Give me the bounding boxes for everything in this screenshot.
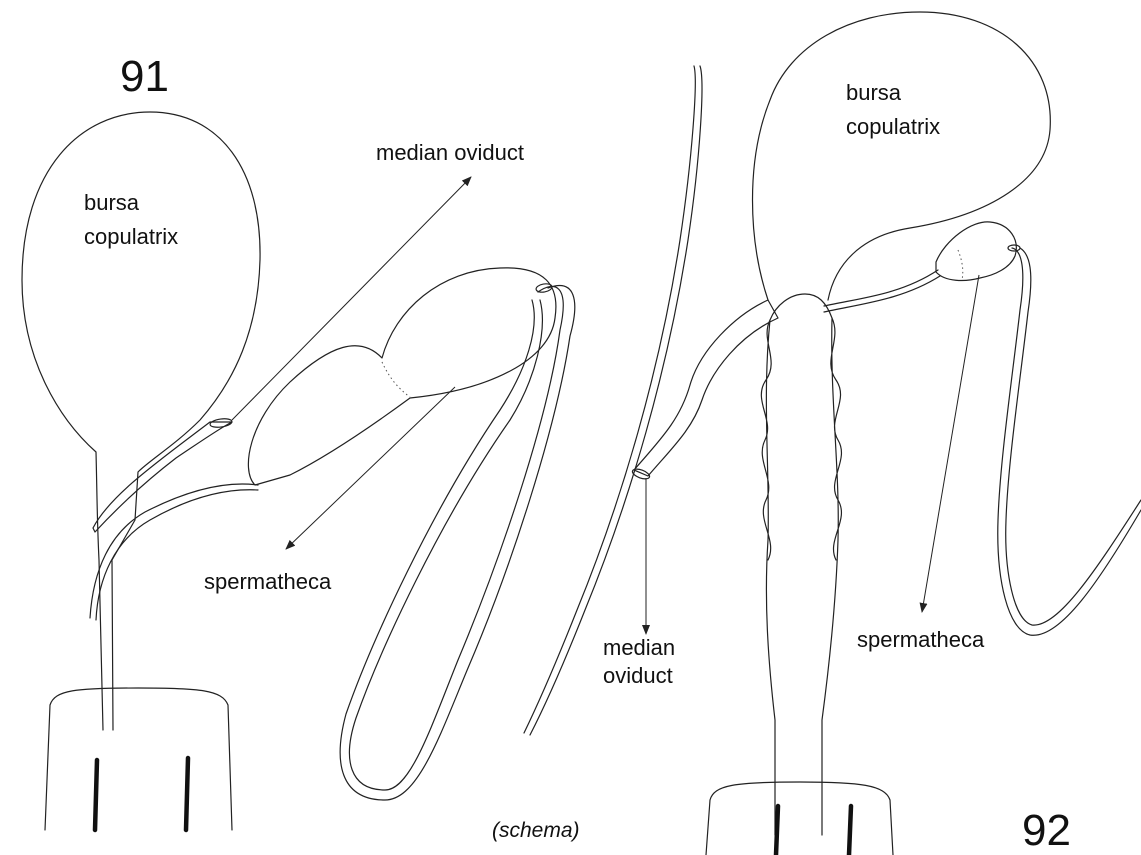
figure-91-median-oviduct-label: median oviduct — [376, 140, 524, 165]
figure-92-bursa-label-line2: copulatrix — [846, 114, 940, 139]
figure-91-median-oviduct-tube — [93, 422, 232, 532]
figure-92-oviduct-opening — [631, 467, 651, 481]
figure-91-bursa-label-line1: bursa — [84, 190, 140, 215]
figure-92-spermatheca-duct-coil — [998, 248, 1141, 635]
figure-92-bursa-label-line1: bursa — [846, 80, 902, 105]
figure-91-sternite — [45, 688, 232, 830]
figure-92-central-body — [761, 294, 841, 835]
figure-92-sternite — [706, 782, 893, 855]
figure-92-spermatheca-capsule — [936, 222, 1016, 281]
figure-91-spermatheca-loop — [340, 286, 575, 800]
figure-92-median-oviduct-label-line2: oviduct — [603, 663, 673, 688]
figure-91-bursa-copulatrix-outline — [22, 112, 260, 730]
figure-91-median-oviduct-pointer — [232, 177, 471, 420]
figure-91-drawing — [22, 66, 702, 830]
figure-92-seta-1 — [776, 806, 778, 855]
figure-92-spermathecal-duct — [824, 270, 940, 312]
schema-note: (schema) — [492, 819, 580, 842]
figure-91-spermatheca-body — [248, 268, 556, 485]
figure-92-median-oviduct-tube — [634, 300, 778, 476]
figure-91-spermathecal-duct — [90, 484, 258, 620]
figure-92-spermatheca-pointer — [922, 275, 979, 612]
figure-92-spermatheca-label: spermatheca — [857, 627, 985, 652]
figure-91-spermatheca-label: spermatheca — [204, 569, 332, 594]
figure-92-duct-end — [1008, 245, 1020, 251]
figure-92-bursa-copulatrix-outline — [753, 12, 1051, 300]
figure-92-median-oviduct-label-line1: median — [603, 635, 675, 660]
figure-92-seta-2 — [849, 806, 851, 855]
figure-91-bursa-label-line2: copulatrix — [84, 224, 178, 249]
figure-91-seta-1 — [95, 760, 97, 830]
figure-91-spermatheca-division — [382, 362, 410, 397]
figure-91-seta-2 — [186, 758, 188, 830]
figure-92-number: 92 — [1022, 806, 1071, 855]
figure-92-capsule-division — [958, 250, 963, 280]
figure-91-spermatheca-pointer — [286, 387, 455, 549]
figure-91-number: 91 — [120, 52, 169, 101]
